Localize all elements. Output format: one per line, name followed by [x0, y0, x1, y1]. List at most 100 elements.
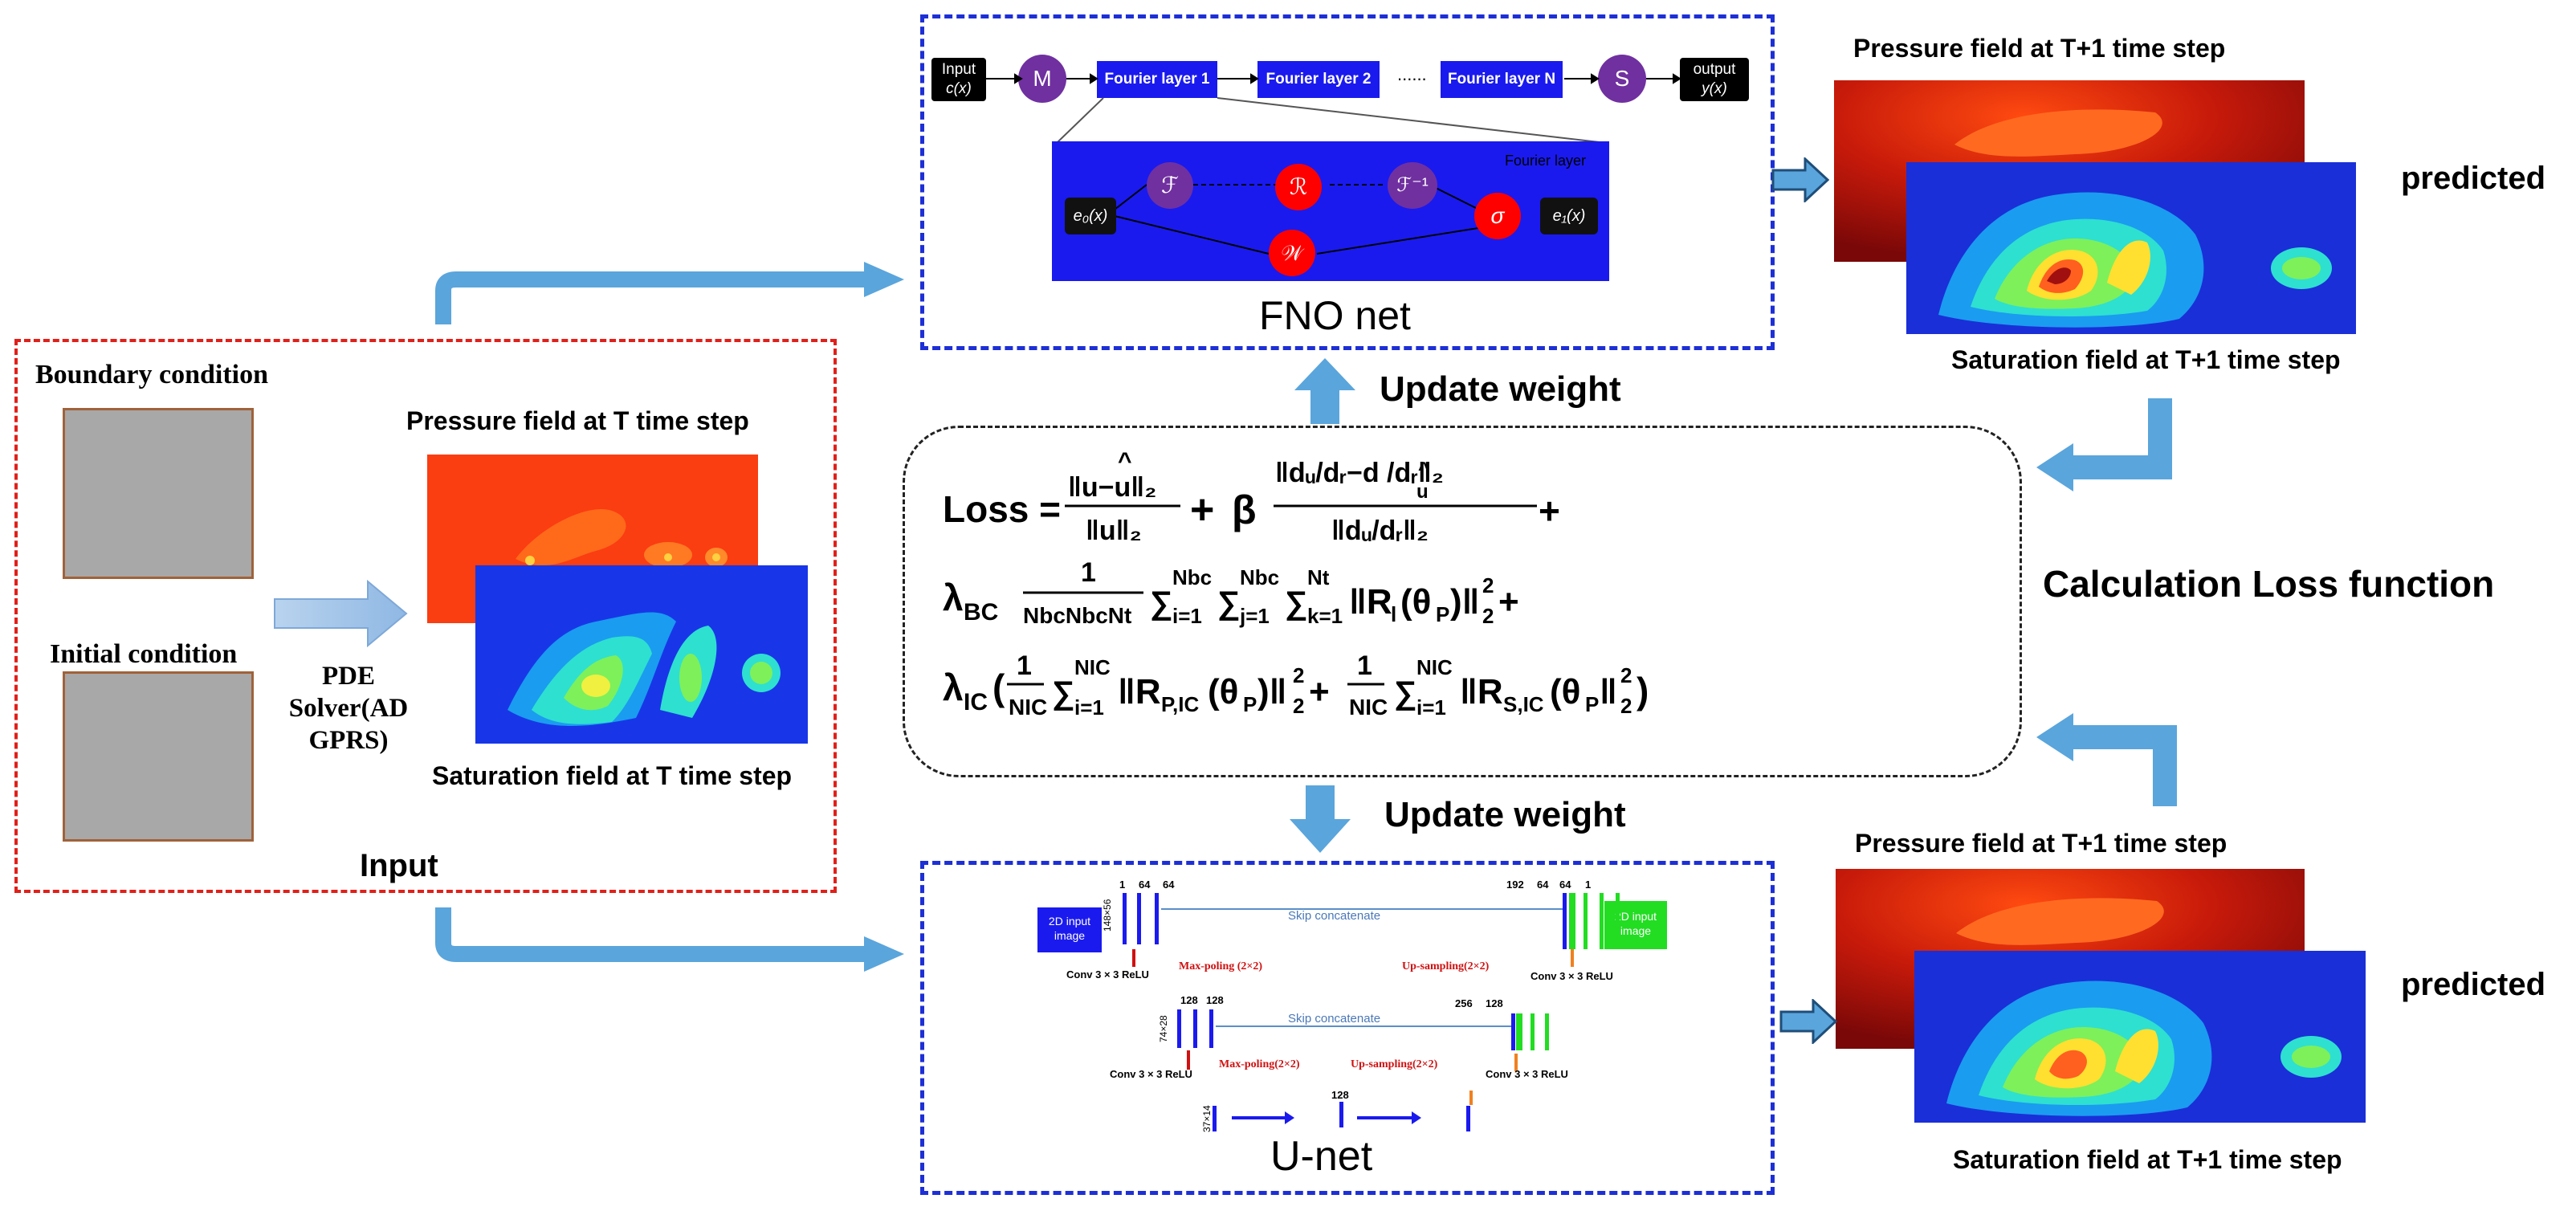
- svg-text:^: ^: [1118, 450, 1132, 475]
- initial-condition-label: Initial condition: [50, 639, 238, 669]
- fno-fourier-layer-2: Fourier layer 2: [1257, 61, 1380, 98]
- fourier-layer-detail-title: Fourier layer: [1505, 153, 1587, 169]
- unet-n128c: 128: [1486, 997, 1503, 1009]
- svg-text:‖R: ‖R: [1460, 672, 1503, 711]
- inverse-fourier-node: ℱ⁻¹: [1388, 162, 1437, 209]
- arrow-from-fno-output: [2036, 398, 2172, 491]
- fno-fourier-layer-1: Fourier layer 1: [1097, 61, 1217, 98]
- svg-text:‖u−u‖₂: ‖u−u‖₂: [1068, 472, 1156, 503]
- unet-n64a: 64: [1139, 879, 1151, 891]
- svg-text:Nt: Nt: [1307, 565, 1330, 589]
- svg-text:∑: ∑: [1285, 585, 1308, 621]
- unet-upsampling-1: Up-sampling(2×2): [1402, 960, 1490, 972]
- svg-text:P: P: [1436, 602, 1449, 626]
- update-weight-top-label: Update weight: [1380, 369, 1621, 409]
- saturation-t-label: Saturation field at T time step: [432, 761, 793, 790]
- arrow-to-unet: [435, 907, 904, 972]
- unet-n64d: 64: [1559, 879, 1571, 891]
- boundary-condition-label: Boundary condition: [35, 360, 269, 389]
- unet-skip-1: Skip concatenate: [1288, 909, 1381, 923]
- svg-text:‖dᵤ/dᵣ−d /dᵣ‖₂: ‖dᵤ/dᵣ−d /dᵣ‖₂: [1275, 458, 1444, 488]
- fno-input-line1: Input: [941, 61, 976, 78]
- svg-text:u: u: [1416, 481, 1429, 503]
- svg-text:‖u‖₂: ‖u‖₂: [1086, 516, 1142, 546]
- fno-m-node: M: [1018, 55, 1066, 103]
- unet-skip-2: Skip concatenate: [1288, 1012, 1381, 1025]
- fourier-transform-node: ℱ: [1147, 162, 1193, 209]
- r-node: ℛ: [1275, 164, 1322, 210]
- top-output-arrow: [1771, 157, 1829, 202]
- svg-text:): ): [1636, 670, 1649, 711]
- svg-text:NIC: NIC: [1349, 695, 1388, 720]
- initial-condition-image: [63, 671, 254, 842]
- unet-n64c: 64: [1537, 879, 1549, 891]
- svg-text:+: +: [1309, 672, 1330, 711]
- unet-size3: 37×14: [1201, 1105, 1213, 1132]
- svg-text:2: 2: [1620, 663, 1632, 687]
- top-saturation-image: [1906, 162, 2356, 334]
- svg-text:P,IC: P,IC: [1161, 692, 1199, 716]
- loss-formula: Loss = ‖u−u‖₂ ^ ‖u‖₂ + β ‖dᵤ/dᵣ−d /dᵣ‖₂ …: [940, 448, 1999, 763]
- svg-text:NIC: NIC: [1074, 655, 1111, 679]
- svg-text:1: 1: [1357, 650, 1372, 681]
- svg-text:λ: λ: [943, 577, 964, 618]
- svg-text:+: +: [1498, 582, 1519, 622]
- solver-label-line2: Solver(AD: [288, 694, 409, 723]
- unet-conv-2: Conv 3 × 3 ReLU: [1531, 970, 1613, 982]
- boundary-condition-image: [63, 408, 254, 579]
- fno-output-line2: y(x): [1702, 80, 1727, 97]
- update-weight-down-arrow: [1290, 785, 1351, 853]
- input-panel: [14, 339, 837, 893]
- solver-label-line1: PDE: [322, 662, 375, 691]
- fno-output-box: output y(x): [1680, 58, 1749, 101]
- solver-arrow: [274, 580, 408, 647]
- svg-text:(θ: (θ: [1208, 672, 1238, 711]
- svg-text:)‖: )‖: [1450, 582, 1480, 622]
- svg-text:‖R: ‖R: [1349, 582, 1392, 622]
- fno-chain-arrows: [986, 73, 1681, 144]
- svg-text:Nbc: Nbc: [1240, 565, 1279, 589]
- solver-label: PDE Solver(AD GPRS): [270, 660, 427, 756]
- svg-text:‖: ‖: [1600, 672, 1617, 711]
- svg-text:i=1: i=1: [1416, 695, 1446, 720]
- svg-text:2: 2: [1620, 694, 1632, 718]
- fno-dots: ......: [1397, 64, 1427, 84]
- svg-text:NIC: NIC: [1416, 655, 1453, 679]
- svg-text:i=1: i=1: [1172, 604, 1202, 628]
- svg-text:‖R: ‖R: [1118, 672, 1161, 711]
- unet-n192: 192: [1506, 879, 1524, 891]
- unet-size2: 74×28: [1158, 1015, 1169, 1042]
- svg-text:IC: IC: [964, 689, 988, 716]
- saturation-field-t-image: [475, 565, 808, 744]
- svg-text:Loss =: Loss =: [943, 488, 1061, 530]
- unet-n256: 256: [1455, 997, 1473, 1009]
- svg-text:2: 2: [1293, 663, 1304, 687]
- top-predicted-label: predicted: [2401, 161, 2546, 196]
- unet-n64b: 64: [1163, 879, 1175, 891]
- unet-n1: 1: [1119, 879, 1126, 891]
- svg-text:(: (: [992, 667, 1005, 708]
- unet-input-image: 2D input image: [1037, 907, 1102, 952]
- bottom-pressure-label: Pressure field at T+1 time step: [1855, 829, 2228, 858]
- unet-maxpool-2: Max-poling(2×2): [1219, 1058, 1300, 1070]
- unet-n1b: 1: [1585, 879, 1592, 891]
- unet-architecture: [1123, 893, 1620, 1131]
- svg-text:∑: ∑: [1394, 675, 1417, 711]
- svg-text:+: +: [1190, 487, 1214, 533]
- bottom-predicted-label: predicted: [2401, 967, 2546, 1002]
- arrow-to-fno: [435, 262, 904, 324]
- fno-title: FNO net: [1259, 293, 1411, 338]
- sigma-node: σ: [1474, 193, 1521, 239]
- svg-text:+: +: [1539, 490, 1560, 532]
- svg-text:k=1: k=1: [1307, 604, 1343, 628]
- fourier-layer-connections: [1111, 184, 1566, 255]
- pressure-t-label: Pressure field at T time step: [406, 406, 749, 435]
- svg-text:NIC: NIC: [1009, 695, 1047, 720]
- arrow-from-unet-output: [2036, 713, 2177, 806]
- svg-text:(θ: (θ: [1550, 672, 1580, 711]
- fno-input-line2: c(x): [946, 80, 972, 97]
- bottom-output-arrow: [1779, 999, 1837, 1044]
- svg-text:λ: λ: [943, 667, 964, 708]
- w-node: 𝒲: [1269, 230, 1315, 276]
- unet-n128d: 128: [1331, 1089, 1349, 1101]
